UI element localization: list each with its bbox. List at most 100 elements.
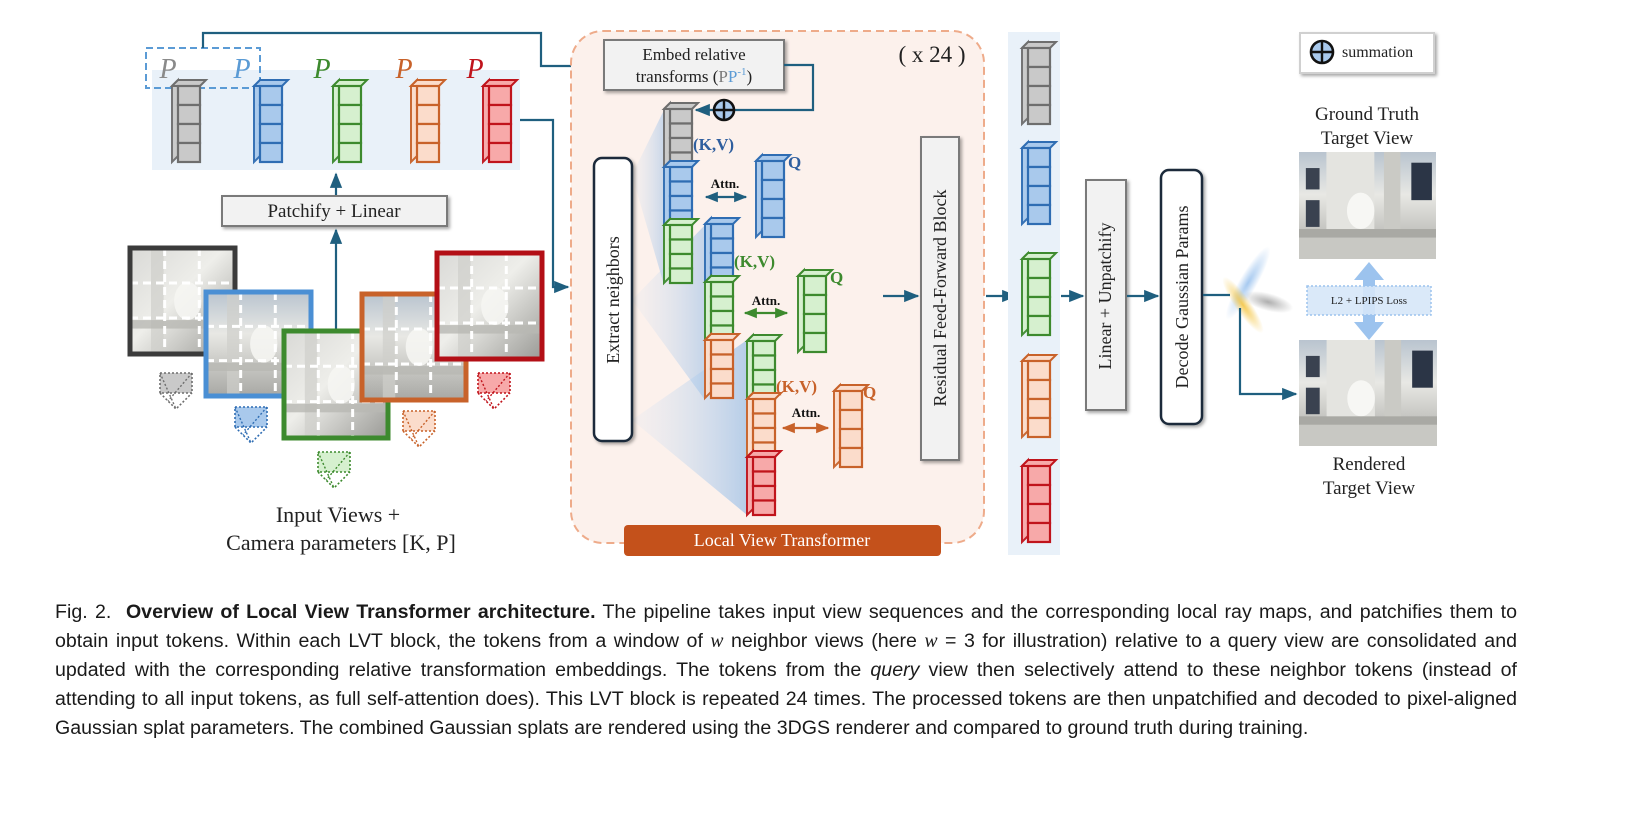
token-cube (668, 165, 694, 183)
token-cube (802, 293, 828, 316)
token-cube (415, 141, 441, 164)
legend-summation-icon (1309, 39, 1335, 65)
token-cube (709, 309, 735, 327)
decode-gaussian-label: Decode Gaussian Params (1172, 206, 1192, 389)
rendered-image (1299, 340, 1437, 446)
attn-label-blue: Attn. (711, 176, 740, 191)
token-cube (1026, 314, 1052, 337)
tokens-to-extract-arrow (520, 118, 570, 294)
view-frame-red (434, 250, 545, 362)
caption-title: Overview of Local View Transformer archi… (125, 601, 596, 623)
kv-segment-green (744, 332, 784, 402)
input-token-stack-blue (251, 77, 291, 165)
token-cube (258, 84, 284, 107)
token-cube (751, 412, 777, 430)
token-cube (802, 331, 828, 354)
token-cube (668, 252, 694, 270)
token-cube (487, 84, 513, 107)
camera-frustum-red (477, 372, 511, 411)
token-cube (415, 84, 441, 107)
token-cube (709, 353, 735, 371)
caption-prefix: Fig. 2. (55, 601, 112, 623)
gt-label-2: Target View (1321, 128, 1414, 149)
caption-text: = 3 for illustration) relative to a quer… (55, 630, 1517, 681)
linear-unpatchify-box (1085, 179, 1127, 411)
token-cube (751, 339, 777, 357)
embed-relative-transforms-box (603, 39, 785, 91)
token-cube (838, 446, 864, 469)
token-cube (751, 426, 777, 444)
caption-var-w: w (710, 631, 724, 652)
token-cube (415, 122, 441, 145)
q-label-blue: Q (788, 153, 801, 172)
token-cube (838, 427, 864, 450)
output-token-stack-blue (1019, 139, 1059, 227)
token-cube (258, 103, 284, 126)
pose-label-green: P (312, 54, 330, 85)
pose-to-embed-arrow (201, 31, 602, 73)
caption-text: neighbor views (here (723, 630, 925, 652)
lvt-title: Local View Transformer (694, 530, 871, 550)
token-cube (1026, 359, 1052, 382)
token-cube (668, 180, 694, 198)
kv-segment-blue (661, 158, 701, 228)
rendered-label-2: Target View (1323, 478, 1416, 499)
caption-var-w: w (924, 631, 938, 652)
token-cube (1026, 46, 1052, 69)
query-stack-blue (753, 152, 793, 240)
input-views-label-2: Camera parameters [K, P] (226, 530, 456, 555)
gaussian-splats-icon (1222, 246, 1294, 334)
input-token-stack-orange (408, 77, 448, 165)
legend-box (1299, 32, 1435, 74)
legend-summation-label: summation (1342, 44, 1413, 61)
token-cube (258, 122, 284, 145)
token-cube (1026, 483, 1052, 506)
input-view-red (434, 250, 545, 362)
token-cube (838, 389, 864, 412)
pose-label-orange: P (394, 54, 412, 85)
token-cube (668, 267, 694, 285)
kv-segment-blue (702, 215, 742, 285)
token-cube (1026, 464, 1052, 487)
token-cube (709, 338, 735, 356)
token-cube (760, 159, 786, 182)
token-cube (1026, 257, 1052, 280)
kv-label-orange: (K,V) (776, 377, 817, 396)
embed-to-sum-arrow (694, 63, 815, 117)
rendered-label-1: Rendered (1333, 454, 1406, 475)
caption-text: view then selectively attend to these ne… (55, 659, 1517, 739)
token-cube (1026, 397, 1052, 420)
pose-label-red: P (465, 54, 483, 85)
token-cube (709, 367, 735, 385)
token-cube (760, 216, 786, 239)
token-cube (176, 103, 202, 126)
token-cube (751, 455, 777, 473)
token-cube (176, 141, 202, 164)
token-cube (1026, 276, 1052, 299)
token-cube (751, 397, 777, 415)
patchify-linear-box (221, 195, 448, 227)
camera-frustum-orange (402, 410, 436, 449)
output-token-stacks (1019, 39, 1059, 545)
token-cube (337, 141, 363, 164)
token-cube (751, 354, 777, 372)
token-cube (709, 295, 735, 313)
pose-label-blue: P (232, 54, 250, 85)
kv-segment-orange (744, 390, 784, 460)
attn-label-orange: Attn. (792, 405, 821, 420)
pose-label-gray: P (158, 54, 176, 85)
loss-box (1306, 285, 1432, 316)
token-cube (337, 84, 363, 107)
caption-text: The pipeline takes input view sequences … (55, 601, 1517, 652)
token-cube (1026, 203, 1052, 226)
token-cube (709, 382, 735, 400)
token-cube (1026, 295, 1052, 318)
token-cube (668, 194, 694, 212)
caption-query: query (870, 659, 920, 681)
input-view-gray (127, 245, 238, 357)
token-cube (337, 122, 363, 145)
input-token-stack-red (480, 77, 520, 165)
token-cube (1026, 65, 1052, 88)
kv-segment-green (661, 216, 701, 286)
